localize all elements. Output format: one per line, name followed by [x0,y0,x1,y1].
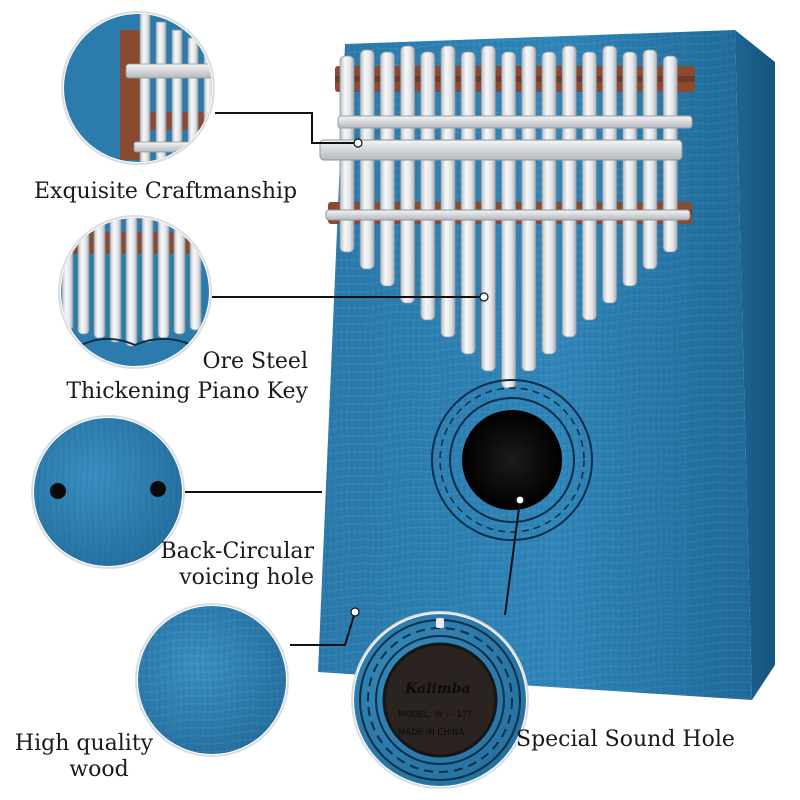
closeup-steel-key [125,218,138,347]
label-back-line1: Back-Circular [160,539,314,564]
label-wood-line1: High quality [14,731,154,756]
label-sound-hole: Special Sound Hole [516,727,735,752]
label-keys-line1: Ore Steel [202,349,308,374]
closeup-steel-key [157,218,170,339]
engraving-origin: MADE IN CHINA [398,728,465,738]
engraving-brand: Kalimba [404,681,471,697]
steel-key [582,51,597,321]
callout-line-craftsmanship [215,112,358,144]
detail-circle-sound-hole: Kalimba MODEL: W — 17T MADE IN CHINA [351,611,529,789]
closeup-steel-key [77,218,90,335]
closeup-steel-key [189,218,202,331]
detail-circle-back-hole [31,415,185,569]
closeup-steel-key [141,218,154,343]
label-craftsmanship: Exquisite Craftmanship [34,179,298,204]
detail-circle-wood [135,603,289,757]
callout-dots [350,138,525,617]
closeup-steel-key [93,218,106,339]
callout-lines [185,112,521,646]
steel-key [480,45,496,372]
steel-key [420,51,436,321]
callout-line-wood [290,611,356,646]
metal-bars [319,115,693,221]
steel-key [460,51,476,355]
body-side [735,30,775,700]
closeup-steel-key [173,218,186,335]
label-back-line2: voicing hole [179,565,314,590]
steel-key [602,45,617,304]
steel-key [541,51,557,355]
detail-circle-keys [58,215,212,369]
steel-key [379,51,395,287]
steel-key [561,45,577,338]
callout-line-sound-hole [504,499,521,616]
label-keys-line2: Thickening Piano Key [66,379,308,404]
steel-key [440,45,456,338]
closeup-steel-key [109,218,122,343]
label-wood-line2: wood [69,757,129,782]
detail-circle-craftsmanship [61,11,215,165]
body-sound-hole [431,379,593,541]
steel-key [400,45,416,304]
engraving-model: MODEL: W — 17T [398,710,473,720]
steel-key [622,51,638,287]
steel-key [521,45,537,372]
